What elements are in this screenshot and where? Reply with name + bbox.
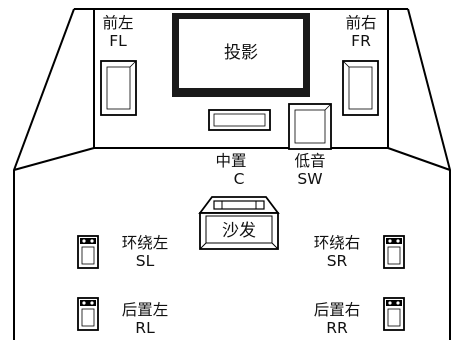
right-floor-edge	[387, 147, 451, 171]
surround-right-label: 环绕右	[314, 234, 361, 252]
surround-right-abbr: SR	[327, 252, 348, 270]
center-abbr: C	[234, 170, 245, 188]
front-left-speaker: 前左 FL	[100, 14, 137, 116]
screen-surface	[179, 19, 303, 88]
projection-screen: 投影	[172, 13, 310, 97]
rear-left-speaker: 后置左 RL	[77, 297, 169, 337]
front-right-abbr: FR	[351, 32, 371, 50]
left-wall	[13, 8, 75, 340]
center-label: 中置	[215, 152, 246, 170]
sofa: 沙发	[198, 196, 280, 250]
center-speaker: 中置 C	[208, 109, 271, 188]
rear-right-speaker: 后置右 RR	[314, 297, 405, 337]
surround-left-speaker: 环绕左 SL	[77, 234, 169, 270]
rear-right-label: 后置右	[314, 301, 361, 319]
front-right-speaker: 前右 FR	[342, 14, 379, 116]
front-wall	[93, 8, 389, 149]
surround-left-label: 环绕左	[122, 234, 169, 252]
rear-left-label: 后置左	[122, 301, 169, 319]
rear-right-abbr: RR	[326, 319, 348, 337]
subwoofer-abbr: SW	[297, 170, 322, 188]
subwoofer: 低音 SW	[288, 103, 332, 188]
front-left-abbr: FL	[109, 32, 127, 50]
screen-label: 投影	[224, 43, 258, 63]
rear-left-abbr: RL	[135, 319, 155, 337]
front-right-label: 前右	[345, 14, 376, 32]
surround-right-speaker: 环绕右 SR	[314, 234, 405, 270]
left-floor-edge	[13, 147, 95, 171]
sofa-label: 沙发	[222, 221, 256, 241]
room-outline	[13, 8, 451, 340]
surround-left-abbr: SL	[136, 252, 155, 270]
front-left-label: 前左	[102, 14, 133, 32]
right-wall	[407, 8, 451, 340]
subwoofer-label: 低音	[294, 152, 325, 170]
